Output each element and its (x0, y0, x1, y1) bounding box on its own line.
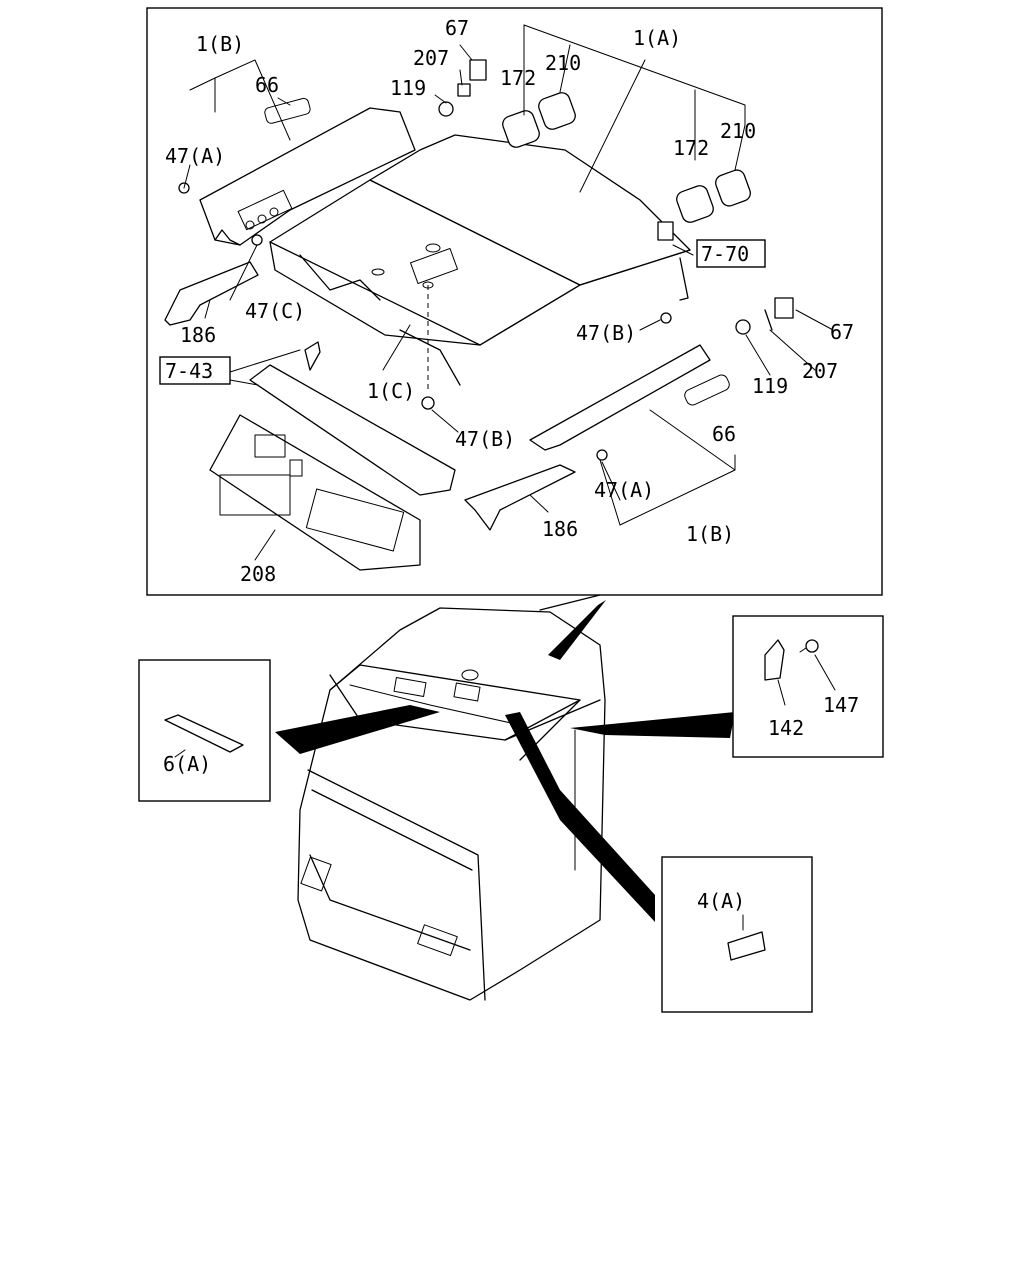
label-66-top: 66 (255, 73, 279, 97)
label-66-right: 66 (712, 422, 736, 446)
label-172-right: 172 (673, 136, 709, 160)
part-6a-strip (164, 714, 244, 753)
part-147-screw (805, 639, 819, 653)
bolt-47c (251, 234, 263, 246)
label-47a-bottom: 47(A) (594, 478, 654, 502)
label-210-right: 210 (720, 119, 756, 143)
label-67-top: 67 (445, 16, 469, 40)
label-147: 147 (823, 693, 859, 717)
label-186-right: 186 (542, 517, 578, 541)
label-47b-lower: 47(B) (455, 427, 515, 451)
label-1c: 1(C) (367, 379, 415, 403)
clip-set-right (657, 221, 794, 335)
label-1b-top: 1(B) (196, 32, 244, 56)
inset-box-142-147 (732, 615, 884, 758)
pillar-trim-right (464, 464, 576, 531)
ref-box-7-70[interactable] (696, 239, 766, 268)
part-142-bracket (764, 639, 785, 681)
ref-7-43[interactable]: 7-43 (165, 359, 213, 383)
bolt-47a-right (596, 449, 608, 461)
overhead-console (209, 341, 456, 571)
label-119-top: 119 (390, 76, 426, 100)
grille-66-left (264, 97, 311, 124)
label-172-left: 172 (500, 66, 536, 90)
sweep-top (548, 600, 606, 660)
label-47b-upper: 47(B) (576, 321, 636, 345)
label-207-right: 207 (802, 359, 838, 383)
ref-box-7-43[interactable] (159, 356, 231, 385)
leader-lines (183, 24, 834, 561)
sweep-to-142 (570, 712, 735, 738)
label-1a: 1(A) (633, 26, 681, 50)
inset-box-4a (661, 856, 813, 1013)
label-207-top: 207 (413, 46, 449, 70)
sweep-to-6a (275, 705, 440, 754)
bolt-47b-lower (421, 396, 435, 410)
label-208: 208 (240, 562, 276, 586)
label-47a-top: 47(A) (165, 144, 225, 168)
right-side-trim (464, 344, 730, 531)
pillar-trim-left (164, 261, 259, 326)
sweep-to-4a (505, 712, 655, 922)
label-142: 142 (768, 716, 804, 740)
label-47c: 47(C) (245, 299, 305, 323)
headliner-panel (269, 134, 691, 390)
label-4a: 4(A) (697, 889, 745, 913)
left-side-trim (199, 97, 416, 246)
vent-rings (502, 92, 751, 223)
label-210-left: 210 (545, 51, 581, 75)
label-186-left: 186 (180, 323, 216, 347)
label-1b-bottom: 1(B) (686, 522, 734, 546)
label-119-right: 119 (752, 374, 788, 398)
bolt-47b-upper (660, 312, 672, 324)
truck-cab (297, 594, 606, 1001)
part-4a-block (727, 931, 766, 961)
clip-set-top (438, 59, 487, 117)
ref-7-70[interactable]: 7-70 (701, 242, 749, 266)
grille-66-right (684, 374, 730, 406)
label-6a: 6(A) (163, 752, 211, 776)
label-67-right: 67 (830, 320, 854, 344)
